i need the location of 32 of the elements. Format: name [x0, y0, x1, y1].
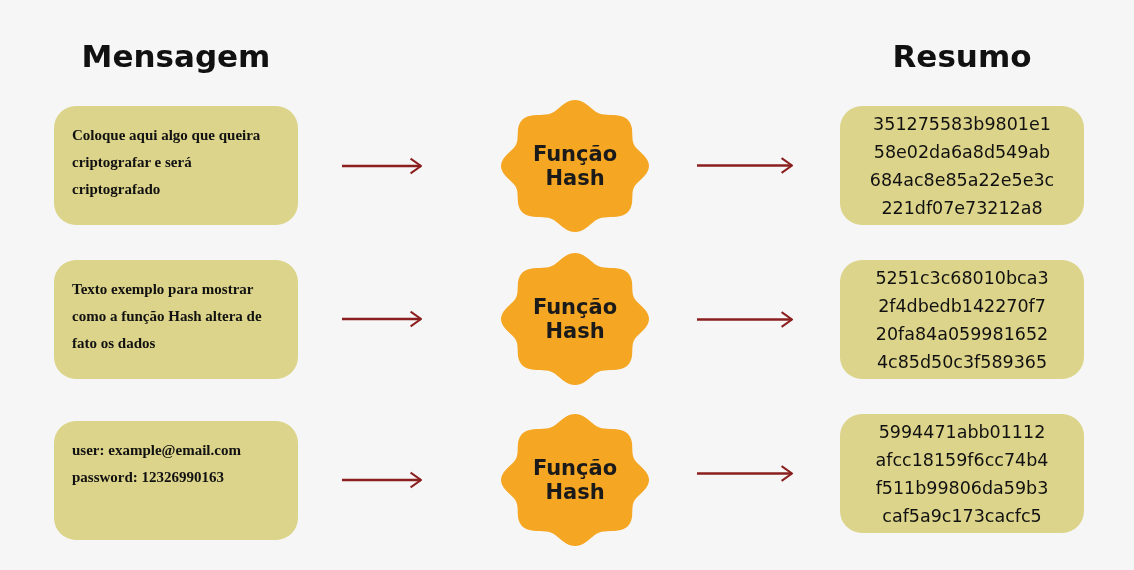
function-label: Função Hash — [531, 142, 619, 190]
digest-line: afcc18159f6cc74b4 — [875, 449, 1049, 472]
digest-box — [840, 260, 1084, 379]
digest-line: 5994471abb01112 — [878, 421, 1046, 444]
message-text: Coloque aqui algo que queira criptografar e será criptografado — [72, 126, 262, 199]
arrow — [342, 471, 423, 489]
arrow — [342, 157, 423, 175]
arrow — [697, 465, 794, 482]
arrow — [697, 311, 794, 328]
digest-line: 684ac8e85a22e5e3c — [869, 169, 1055, 192]
column-heading: Mensagem — [80, 38, 272, 74]
message-text: Texto exemplo para mostrar como a função Hash altera de fato os dados — [72, 280, 263, 353]
digest-line: caf5a9c173cacfc5 — [882, 505, 1042, 528]
column-heading: Resumo — [891, 38, 1033, 74]
function-label: Função Hash — [531, 456, 619, 504]
message-text: user: example@email.com password: 12326990163 — [72, 441, 242, 487]
digest-line: 58e02da6a8d549ab — [873, 141, 1051, 164]
function-label: Função Hash — [531, 295, 619, 343]
digest-line: 4c85d50c3f589365 — [876, 351, 1048, 374]
digest-line: 20fa84a059981652 — [875, 323, 1049, 346]
message-box — [54, 260, 298, 379]
message-box — [54, 421, 298, 540]
digest-line: f511b99806da59b3 — [875, 477, 1049, 500]
digest-line: 5251c3c68010bca3 — [875, 267, 1049, 290]
arrow — [342, 310, 423, 328]
arrow — [697, 157, 794, 174]
digest-line: 2f4dbedb142270f7 — [878, 295, 1046, 318]
message-box — [54, 106, 298, 225]
digest-line: 221df07e73212a8 — [881, 197, 1043, 220]
digest-box — [840, 106, 1084, 225]
digest-line: 351275583b9801e1 — [873, 113, 1051, 136]
digest-box — [840, 414, 1084, 533]
